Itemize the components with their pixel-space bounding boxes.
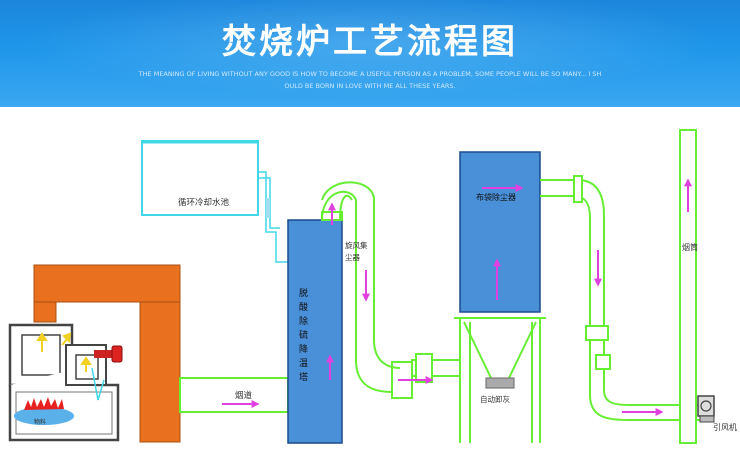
- bag-filter-label: 布袋除尘器: [476, 192, 516, 202]
- auto-ash-label: 自动卸灰: [480, 394, 510, 404]
- cooling-water-pool: 循环冷却水池: [141, 140, 259, 216]
- cooling-pipes: [258, 171, 290, 263]
- svg-text:酸: 酸: [299, 302, 308, 313]
- connecting-pipe-2: [540, 175, 700, 421]
- banner-subtitle-line-1: THE MEANING OF LIVING WITHOUT ANY GOOD I…: [138, 70, 602, 78]
- chimney-label: 烟筒: [682, 242, 698, 252]
- bag-filter: 布袋除尘器 自动卸灰: [454, 151, 546, 443]
- chimney: 烟筒: [679, 129, 698, 444]
- cyclone-label: 旋风集 尘器: [345, 240, 368, 262]
- svg-text:硫: 硫: [299, 329, 308, 341]
- svg-text:温: 温: [299, 358, 308, 369]
- desulfur-tower-label: 脱 酸 除 硫 降 温 塔: [299, 287, 308, 383]
- banner-subtitle: THE MEANING OF LIVING WITHOUT ANY GOOD I…: [130, 68, 610, 92]
- banner-subtitle-line-2: OULD BE BORN IN LOVE WITH ME ALL THESE Y…: [284, 82, 456, 90]
- fan-label: 引风机: [713, 422, 737, 432]
- fan-icon: [697, 395, 715, 423]
- svg-text:除: 除: [299, 315, 308, 327]
- connecting-pipe-1: [398, 353, 461, 384]
- cyclone-collector: [321, 181, 413, 399]
- cooling-pool-label: 循环冷却水池: [178, 197, 230, 208]
- incinerator: 物料: [8, 323, 123, 442]
- fire-icon: [24, 397, 64, 410]
- svg-text:尘器: 尘器: [345, 252, 360, 262]
- page-title: 焚烧炉工艺流程图: [222, 22, 518, 62]
- svg-text:降: 降: [299, 343, 308, 355]
- svg-text:塔: 塔: [299, 371, 308, 383]
- flue-label: 烟道: [235, 390, 253, 401]
- svg-text:旋风集: 旋风集: [345, 240, 368, 250]
- header-banner: 焚烧炉工艺流程图 THE MEANING OF LIVING WITHOUT A…: [0, 0, 740, 107]
- furnace-structure: [33, 264, 181, 443]
- flue-pipe: 烟道: [179, 377, 289, 413]
- material-label: 物料: [34, 418, 46, 426]
- desulfurization-tower: 脱 酸 除 硫 降 温 塔: [287, 219, 343, 444]
- svg-text:脱: 脱: [299, 287, 308, 299]
